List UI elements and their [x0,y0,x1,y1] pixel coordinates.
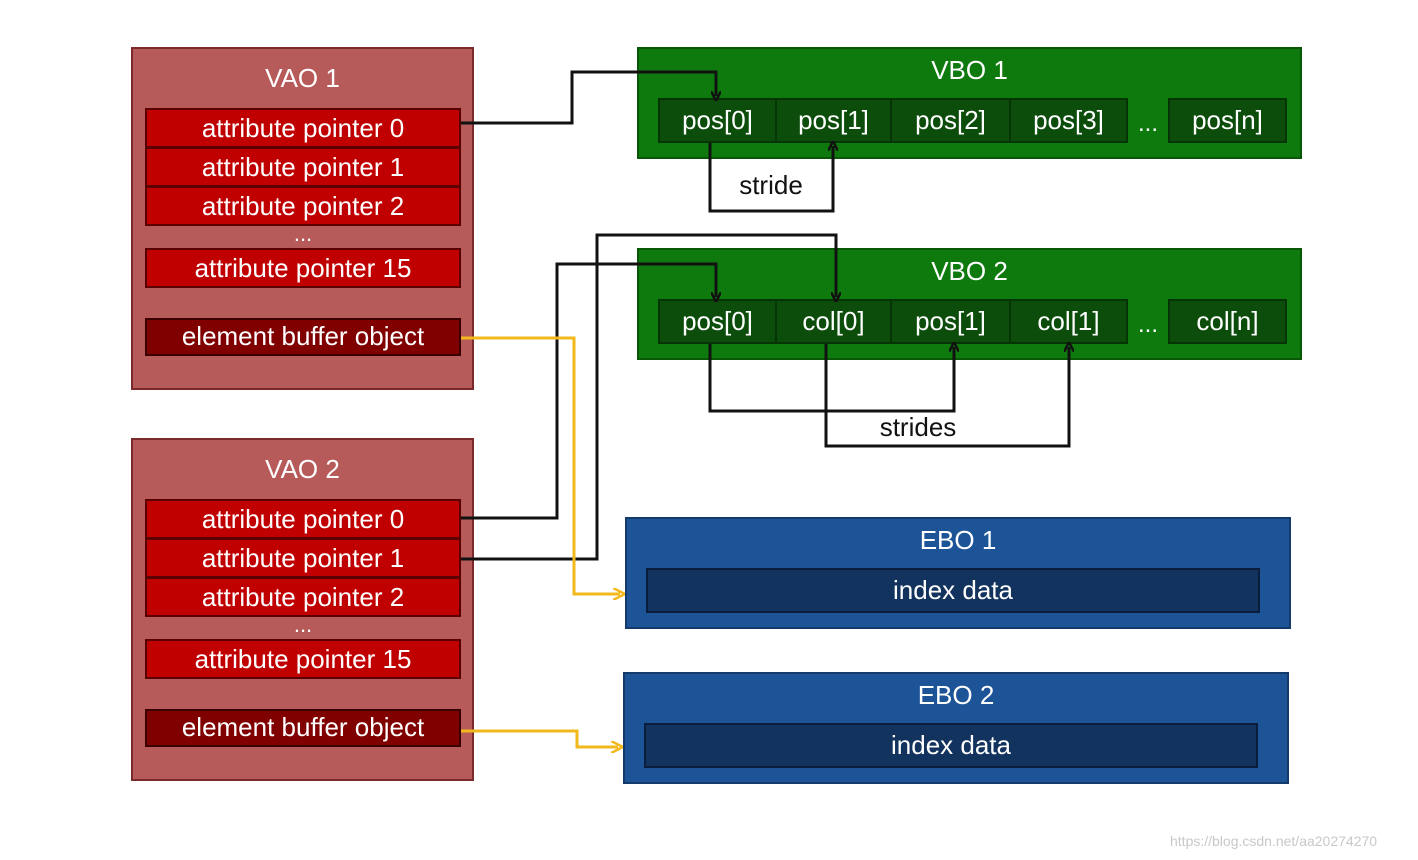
vbo2-strides-label: strides [879,412,957,442]
vao2-ellipsis: ... [293,612,313,637]
vao1-attr0-to-vbo1-line [461,70,716,125]
vao2-title: VAO 2 [265,454,340,484]
vao1-attribute-pointer-2: attribute pointer 2 [145,186,461,226]
vbo2-stride-pos-line [708,344,954,413]
vbo2-cell-last: col[n] [1168,299,1287,344]
ebo2-index-data: index data [644,723,1258,768]
ebo2-title: EBO 2 [917,680,995,710]
ebo1-index-data: index data [646,568,1260,613]
vao2-attr1-to-vbo2-line [461,233,836,561]
vao1-title: VAO 1 [265,63,340,93]
vbo1-stride-line [708,143,833,213]
ebo1-title: EBO 1 [919,525,997,555]
vbo1-title: VBO 1 [931,55,1008,85]
vbo1-ellipsis: ... [1137,110,1158,137]
vbo2-cell-col0: col[0] [775,299,892,344]
vao1-element-buffer-object: element buffer object [145,318,461,356]
vbo2-stride-col-line [824,344,1069,448]
vbo2-cell-pos1: pos[1] [890,299,1011,344]
vbo1-cell-pos0: pos[0] [658,98,777,143]
vao1-attribute-pointer-15: attribute pointer 15 [145,248,461,288]
vbo2-ellipsis: ... [1137,311,1158,338]
vao2-element-buffer-object: element buffer object [145,709,461,747]
vao2-attr0-to-vbo2-line [461,262,716,520]
watermark: https://blog.csdn.net/aa20274270 [1170,833,1378,849]
vbo1-cell-pos3: pos[3] [1009,98,1128,143]
vbo1-cell-pos1: pos[1] [775,98,892,143]
vao2-attribute-pointer-15: attribute pointer 15 [145,639,461,679]
vao1-attribute-pointer-1: attribute pointer 1 [145,147,461,187]
vbo1-stride-label: stride [739,170,803,200]
vao1-ellipsis: ... [293,221,313,246]
vbo1-cell-pos2: pos[2] [890,98,1011,143]
vao2-attribute-pointer-2: attribute pointer 2 [145,577,461,617]
vbo2-title: VBO 2 [931,256,1008,286]
vao2-attribute-pointer-0: attribute pointer 0 [145,499,461,539]
vao2-ebo-to-ebo2-line [461,729,618,747]
vbo1-cell-last: pos[n] [1168,98,1287,143]
vao1-ebo-to-ebo1-line [461,336,620,594]
vbo2-cell-pos0: pos[0] [658,299,777,344]
